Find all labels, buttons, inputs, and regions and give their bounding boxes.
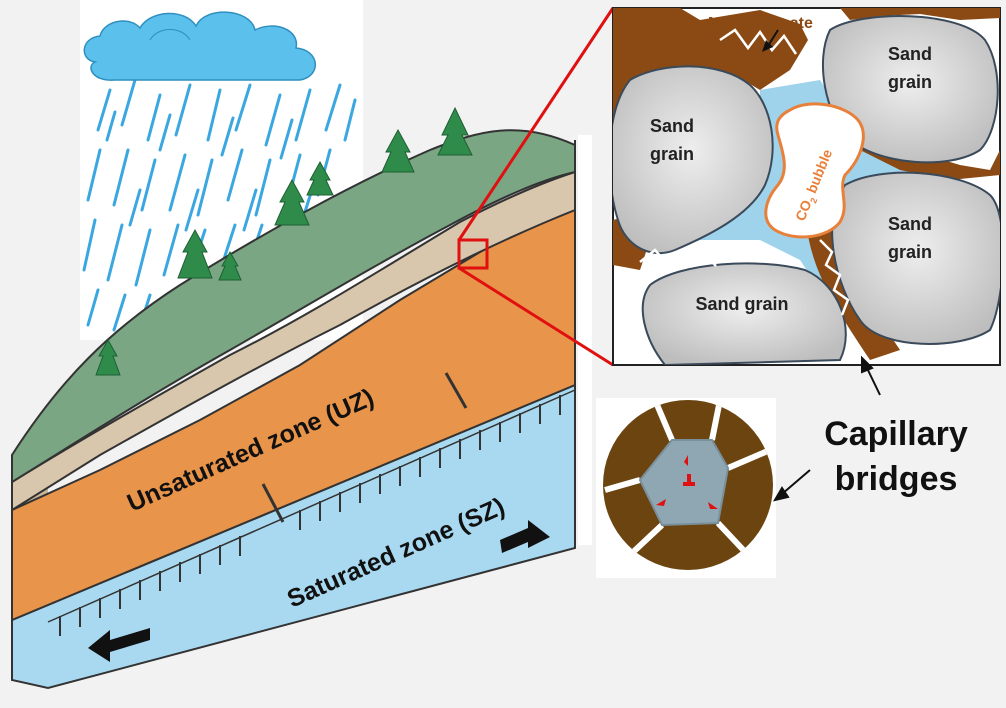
sand-grain-1-label-a: Sand — [650, 116, 694, 136]
sand-grain-2-label-b: grain — [888, 72, 932, 92]
sand-grain-4-label: Sand grain — [695, 294, 788, 314]
capillary-bridges-label-a: Capillary — [824, 415, 968, 453]
white-strip — [578, 135, 592, 545]
mg-carbonate-label: Mg-carbonate — [708, 15, 813, 32]
sand-grain-3-label-a: Sand — [888, 214, 932, 234]
capillary-cross-section — [596, 398, 776, 578]
capillary-bridges-label-b: bridges — [835, 460, 958, 498]
sand-grain-1-label-b: grain — [650, 144, 694, 164]
sand-grain-3-label-b: grain — [888, 242, 932, 262]
pore-scale-inset: Mg-carbonate Sand grain Sand grain Sand … — [609, 8, 1003, 365]
sand-grain-4 — [643, 263, 846, 365]
sand-grain-2-label-a: Sand — [888, 44, 932, 64]
